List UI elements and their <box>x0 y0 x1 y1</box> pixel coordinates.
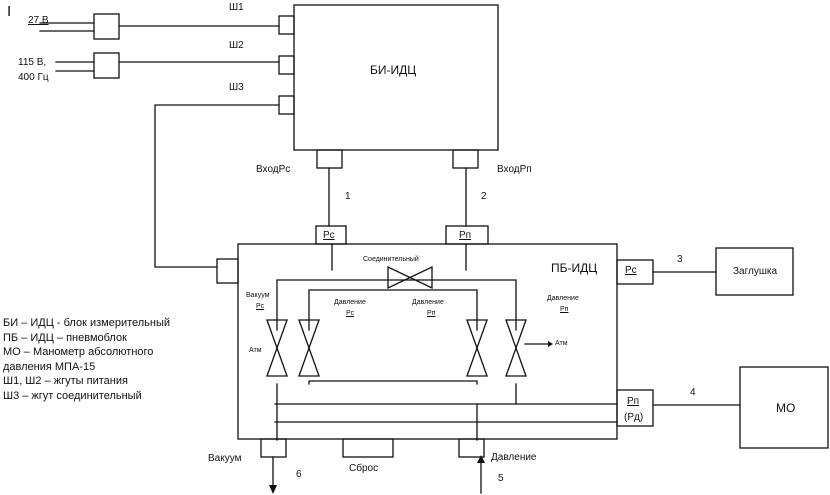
plug-label: Заглушка <box>733 266 778 277</box>
bi-input-pc-port <box>316 149 343 169</box>
plug-115v-symbol <box>55 52 280 79</box>
pb-port-vacuum-bottom <box>260 438 287 458</box>
pressure-pp-sub: Pп <box>427 310 436 317</box>
power-27v-label: 27 В <box>28 15 49 26</box>
bottom-reset-label: Сброс <box>349 463 379 474</box>
line-number-2: 2 <box>481 191 487 202</box>
connecting-valve-label: Соединительный <box>363 256 419 263</box>
mo-box <box>739 366 829 449</box>
arrow-down-icon <box>269 485 277 494</box>
connector-sh3-label: Ш3 <box>229 82 244 93</box>
harness-sh3-line <box>154 104 280 268</box>
line-number-3: 3 <box>677 254 683 265</box>
bi-input-pp-port <box>452 149 479 169</box>
pb-port-pc-right-label: Pc <box>625 265 637 276</box>
legend-item: Ш1, Ш2 – жгуты питания <box>3 375 128 387</box>
bi-input-pc-label: ВходPc <box>256 164 291 175</box>
vacuum-pc-sub: Pc <box>256 303 265 310</box>
mo-label: МО <box>776 401 796 415</box>
pb-port-pp-top <box>445 225 489 245</box>
pressure-pp-right-sub: Pп <box>560 306 569 313</box>
bi-idc-block <box>293 4 499 151</box>
internal-piping <box>274 243 618 441</box>
atm-left-label: Атм <box>249 347 262 354</box>
valve-pressure-pp-atm <box>505 319 527 377</box>
vacuum-pc-title: Вакуум <box>246 292 270 299</box>
connector-sh2-label: Ш2 <box>229 40 244 51</box>
connector-sh2-socket <box>278 55 295 75</box>
pressure-pp-title: Давление <box>412 299 444 306</box>
power-115v-label: 115 В, <box>18 57 47 68</box>
bi-input-pp-label: ВходPп <box>497 164 532 175</box>
connector-sh1-socket <box>278 15 295 35</box>
connecting-valve-symbol <box>387 265 433 290</box>
pb-port-reset-bottom <box>342 438 394 458</box>
legend-item: Ш3 – жгут соединительный <box>3 389 142 402</box>
pb-idc-title: ПБ-ИДЦ <box>551 261 598 275</box>
pb-port-pc-top-label: Pc <box>323 230 335 241</box>
plug-box <box>715 247 794 296</box>
connector-sh1-label: Ш1 <box>229 2 244 13</box>
figure-marker: I <box>7 3 12 20</box>
line-number-6: 6 <box>296 469 302 480</box>
line-number-5: 5 <box>498 473 504 484</box>
plug-27v-symbol <box>39 13 280 40</box>
pb-port-pp-right-label: Pп <box>627 396 640 407</box>
atm-arrow-icon <box>548 341 553 347</box>
bottom-vacuum-label: Вакуум <box>208 453 242 464</box>
line-number-4: 4 <box>690 387 696 398</box>
pb-port-pressure-bottom <box>458 438 485 458</box>
power-400hz-label: 400 Гц <box>18 72 49 83</box>
valve-pressure-pc <box>298 319 320 377</box>
pressure-pp-right-title: Давление <box>547 295 579 302</box>
bi-idc-title: БИ-ИДЦ <box>370 63 417 77</box>
line-number-1: 1 <box>345 191 351 202</box>
connector-sh3-socket <box>278 95 295 115</box>
arrow-up-icon <box>477 455 485 463</box>
legend-item: ПБ – ИДЦ – пневмоблок <box>3 331 127 344</box>
legend-item: МО – Манометр абсолютного <box>3 346 154 358</box>
pb-idc-block <box>237 243 618 440</box>
atm-right-label: Атм <box>555 340 568 347</box>
pb-port-pp-top-label: Pп <box>459 230 472 241</box>
legend-item: давления МПА-15 <box>3 360 96 373</box>
pressure-pc-title: Давление <box>334 299 366 306</box>
pb-port-pc-top <box>315 225 347 245</box>
pb-sh3-socket <box>216 258 239 284</box>
legend-item: БИ – ИДЦ - блок измерительный <box>3 317 171 329</box>
valve-vacuum-pc <box>266 319 288 377</box>
pressure-pc-sub: Pc <box>346 310 355 317</box>
pb-port-pp-right <box>616 389 654 427</box>
legend: БИ – ИДЦ - блок измерительный ПБ – ИДЦ –… <box>3 316 170 403</box>
bottom-pressure-label: Давление <box>491 452 537 463</box>
valve-pressure-pp <box>466 319 488 377</box>
pb-port-pd-right-label: (Pд) <box>624 412 644 423</box>
